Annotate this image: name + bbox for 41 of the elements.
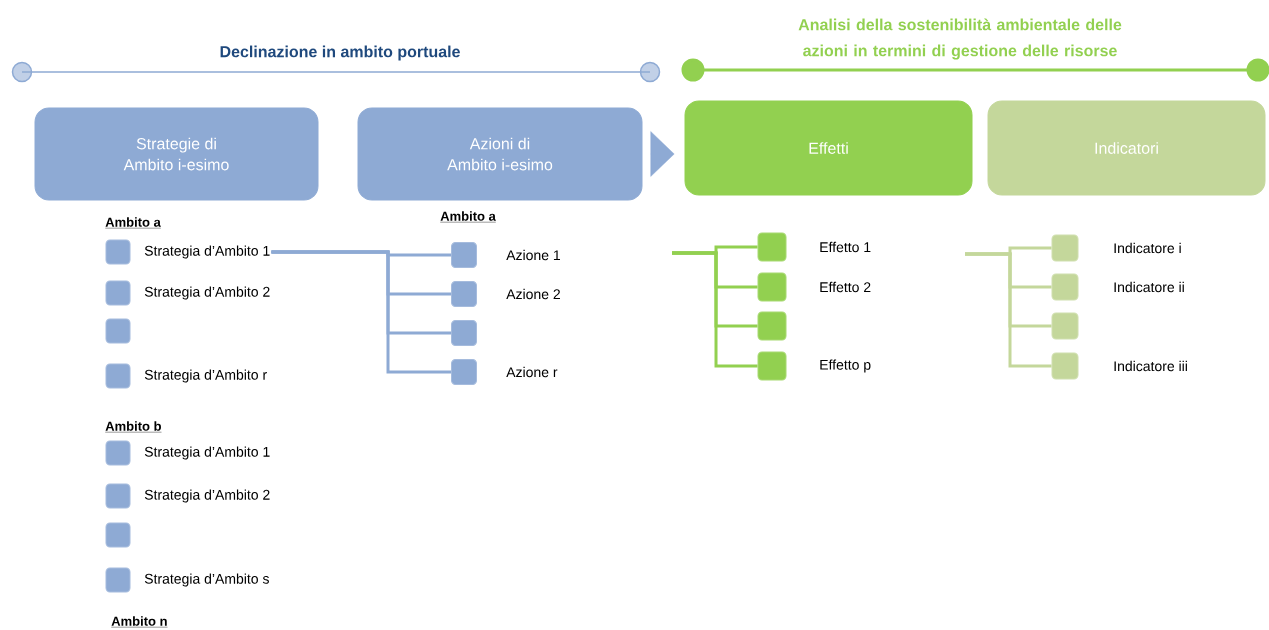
stage-box: Indicatori: [987, 100, 1266, 196]
connector-line: [271, 250, 451, 374]
group-heading: Ambito a: [440, 211, 496, 223]
item-label: Effetto 1: [820, 241, 871, 253]
item-label: Strategia d’Ambito 2: [144, 286, 270, 300]
list-square: [451, 281, 477, 307]
item-label: Effetto 2: [820, 281, 871, 293]
item-label: Strategia d’Ambito 1: [144, 245, 270, 259]
item-label: Indicatore i: [1114, 242, 1181, 254]
list-square: [1051, 234, 1079, 262]
list-square: [757, 311, 787, 341]
list-square: [1051, 273, 1079, 301]
list-square: [757, 272, 787, 302]
list-square: [451, 320, 477, 346]
item-label: Indicatore iii: [1114, 360, 1187, 372]
item-label: Azione r: [506, 366, 558, 378]
chevron-arrow: [650, 131, 675, 177]
section-title: Declinazione in ambito portuale: [220, 45, 460, 61]
item-label: Indicatore ii: [1114, 281, 1184, 293]
group-heading: Ambito a: [105, 217, 161, 229]
list-square: [451, 359, 477, 385]
stage-box: Strategie di Ambito i-esimo: [34, 107, 319, 201]
list-square: [757, 351, 787, 381]
item-label: Strategia d’Ambito 1: [144, 446, 270, 460]
item-label: Effetto p: [820, 359, 871, 373]
item-label: Strategia d’Ambito 2: [144, 489, 270, 503]
group-heading: Ambito n: [111, 616, 168, 628]
group-heading: Ambito b: [105, 421, 162, 433]
list-square: [1051, 352, 1079, 380]
list-square: [451, 242, 477, 268]
list-square: [1051, 312, 1079, 340]
connector-line: [672, 251, 758, 368]
stage-box: Effetti: [684, 100, 973, 196]
item-label: Azione 1: [506, 249, 560, 261]
item-label: Azione 2: [506, 288, 560, 300]
item-label: Strategia d’Ambito r: [144, 369, 267, 383]
item-label: Strategia d’Ambito s: [144, 573, 269, 587]
connector-line: [965, 252, 1052, 368]
stage-box: Azioni di Ambito i-esimo: [357, 107, 643, 201]
list-square: [757, 232, 787, 262]
section-title: Analisi della sostenibilità ambientale delle azioni in termini di gestione delle risorse: [798, 18, 1122, 60]
